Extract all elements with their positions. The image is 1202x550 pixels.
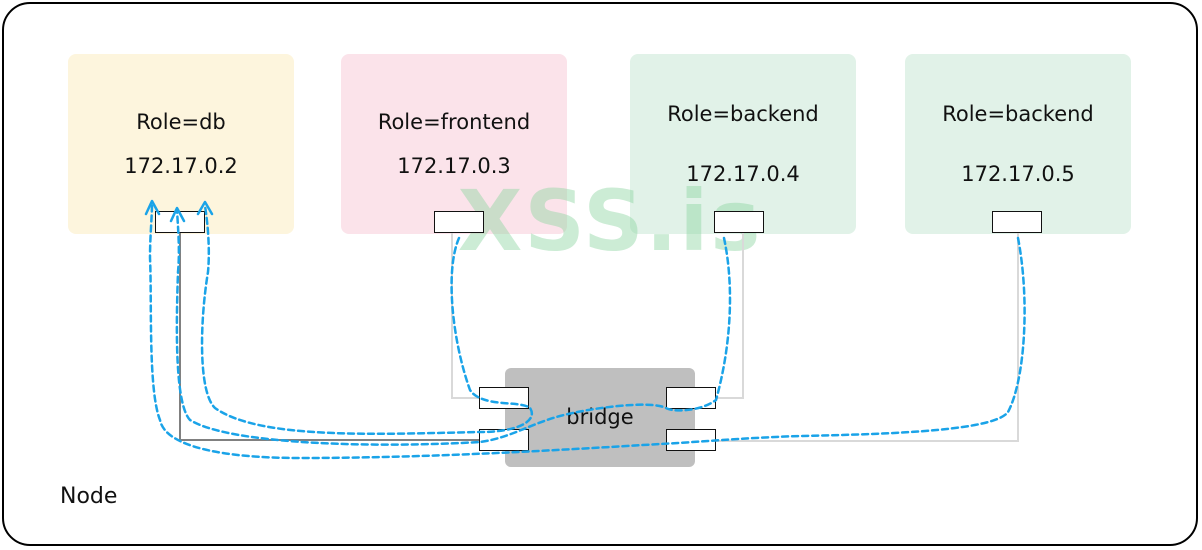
flow-backend-2-to-db [148,201,1026,460]
flow-frontend-to-db [200,204,533,436]
arrowhead-2 [169,206,186,223]
port-frontend [434,211,484,233]
pod-backend-1-role: Role=backend [667,102,819,126]
pod-frontend: Role=frontend 172.17.0.3 [341,54,567,234]
pod-backend-2-role: Role=backend [942,102,1094,126]
pod-backend-2: Role=backend 172.17.0.5 [905,54,1131,234]
arrowhead-1 [144,199,161,216]
port-backend-1 [714,211,764,233]
wire-backend-2 [716,233,1019,442]
pod-frontend-ip: 172.17.0.3 [397,154,511,178]
flow-backend-1-to-db [175,208,732,446]
pod-frontend-role: Role=frontend [377,110,531,134]
pod-db-role: Role=db [136,110,226,134]
arrowhead-3 [196,200,214,216]
watermark: XSS.is [457,172,763,270]
pod-backend-2-ip: 172.17.0.5 [961,162,1075,186]
node-label: Node [60,484,118,509]
pod-db: Role=db 172.17.0.2 [68,54,294,234]
pod-backend-1-ip: 172.17.0.4 [686,162,800,186]
wire-backend-1 [716,233,744,399]
pod-backend-1: Role=backend 172.17.0.4 [630,54,856,234]
pod-db-ip: 172.17.0.2 [124,154,238,178]
port-backend-2 [992,211,1042,233]
